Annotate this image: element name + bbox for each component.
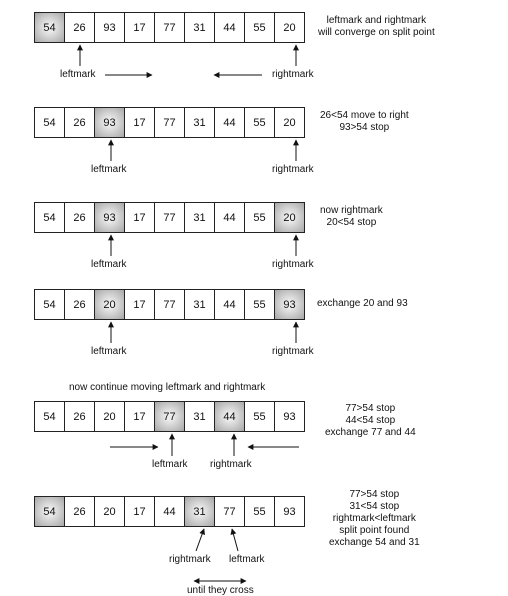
note-line: will converge on split point: [318, 27, 435, 38]
array-cell: 77: [214, 496, 245, 527]
array-cell: 17: [124, 202, 155, 233]
array-cell: 26: [64, 202, 95, 233]
array-cell: 17: [124, 496, 155, 527]
note-line: leftmark and rightmark: [326, 15, 427, 26]
array-cell: 77: [154, 107, 185, 138]
array-cell: 44: [214, 401, 245, 432]
step-5-heading: now continue moving leftmark and rightma…: [69, 382, 266, 393]
step-5-rightmark-label: rightmark: [210, 459, 252, 470]
note-line: exchange 77 and 44: [325, 427, 416, 438]
array-cell: 55: [244, 202, 275, 233]
step-3-note: now rightmark 20<54 stop: [320, 205, 383, 229]
array-cell: 44: [154, 496, 185, 527]
array-cell: 44: [214, 289, 245, 320]
array-cell: 20: [94, 289, 125, 320]
array-cell: 77: [154, 289, 185, 320]
step-1-note: leftmark and rightmark will converge on …: [318, 15, 435, 39]
array-cell: 17: [124, 12, 155, 43]
array-cell: 54: [34, 289, 65, 320]
step-6-note: 77>54 stop 31<54 stop rightmark<leftmark…: [329, 489, 420, 549]
array-cell: 93: [94, 202, 125, 233]
array-cell: 26: [64, 496, 95, 527]
array-cell: 17: [124, 401, 155, 432]
note-line: 77>54 stop: [349, 489, 400, 500]
array-cell: 17: [124, 289, 155, 320]
array-cell: 26: [64, 289, 95, 320]
step-5-note: 77>54 stop 44<54 stop exchange 77 and 44: [325, 403, 416, 439]
array-cell: 54: [34, 401, 65, 432]
array-cell: 17: [124, 107, 155, 138]
step-6-rightmark-label: rightmark: [169, 554, 211, 565]
array-cell: 93: [274, 496, 305, 527]
array-cell: 20: [274, 107, 305, 138]
step-4-note: exchange 20 and 93: [317, 298, 408, 310]
array-cell: 54: [34, 107, 65, 138]
array-cell: 77: [154, 202, 185, 233]
array-cell: 77: [154, 401, 185, 432]
array-cell: 31: [184, 202, 215, 233]
array-cell: 26: [64, 12, 95, 43]
step-1-rightmark-label: rightmark: [272, 69, 314, 80]
note-line: 20<54 stop: [326, 217, 377, 228]
array-cell: 31: [184, 496, 215, 527]
array-cell: 31: [184, 107, 215, 138]
note-line: 77>54 stop: [345, 403, 396, 414]
array-cell: 54: [34, 12, 65, 43]
note-line: 26<54 move to right: [320, 110, 409, 121]
array-cell: 31: [184, 12, 215, 43]
step-4-rightmark-label: rightmark: [272, 346, 314, 357]
array-cell: 26: [64, 401, 95, 432]
step-2-note: 26<54 move to right 93>54 stop: [320, 110, 409, 134]
note-line: now rightmark: [320, 205, 383, 216]
step-1-leftmark-label: leftmark: [60, 69, 96, 80]
array-cell: 54: [34, 496, 65, 527]
step-6-footer: until they cross: [187, 585, 254, 596]
note-line: 93>54 stop: [339, 122, 390, 133]
up-arrow: [230, 528, 239, 552]
note-line: 44<54 stop: [345, 415, 396, 426]
array-cell: 20: [94, 401, 125, 432]
step-6-leftmark-label: leftmark: [229, 554, 265, 565]
array-cell: 55: [244, 401, 275, 432]
array-cell: 44: [214, 202, 245, 233]
array-cell: 93: [94, 107, 125, 138]
step-4-leftmark-label: leftmark: [91, 346, 127, 357]
note-line: rightmark<leftmark: [332, 513, 416, 524]
array-cell: 77: [154, 12, 185, 43]
array-cell: 54: [34, 202, 65, 233]
note-line: exchange 20 and 93: [317, 298, 408, 309]
step-3-rightmark-label: rightmark: [272, 259, 314, 270]
array-cell: 55: [244, 107, 275, 138]
note-line: split point found: [339, 525, 410, 536]
step-2-leftmark-label: leftmark: [91, 164, 127, 175]
array-cell: 55: [244, 12, 275, 43]
array-cell: 93: [94, 12, 125, 43]
array-cell: 20: [274, 12, 305, 43]
up-arrow: [195, 528, 205, 552]
array-cell: 55: [244, 496, 275, 527]
array-cell: 44: [214, 107, 245, 138]
step-2-rightmark-label: rightmark: [272, 164, 314, 175]
array-cell: 44: [214, 12, 245, 43]
array-cell: 31: [184, 401, 215, 432]
array-cell: 20: [94, 496, 125, 527]
array-cell: 31: [184, 289, 215, 320]
array-cell: 93: [274, 289, 305, 320]
array-cell: 20: [274, 202, 305, 233]
step-5-leftmark-label: leftmark: [152, 459, 188, 470]
array-cell: 26: [64, 107, 95, 138]
array-cell: 93: [274, 401, 305, 432]
note-line: exchange 54 and 31: [329, 537, 420, 548]
note-line: 31<54 stop: [349, 501, 400, 512]
array-cell: 55: [244, 289, 275, 320]
step-3-leftmark-label: leftmark: [91, 259, 127, 270]
